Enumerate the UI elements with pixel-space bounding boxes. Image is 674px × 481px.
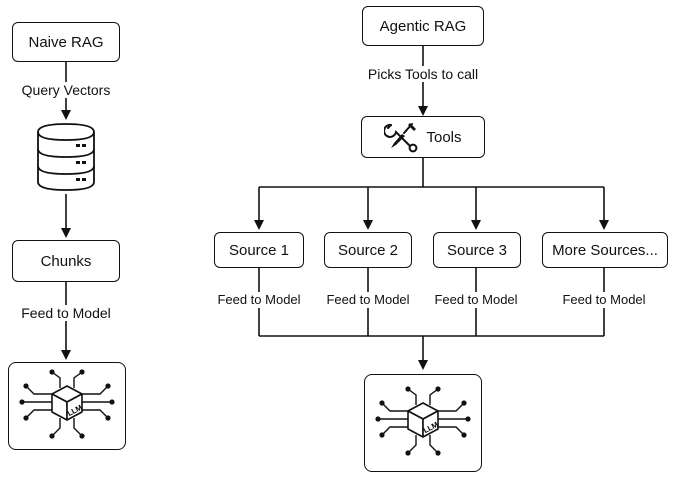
agentic-llm-box: LLM bbox=[364, 374, 482, 472]
source-box-2: Source 2 bbox=[324, 232, 412, 268]
naive-feed-to-model-label: Feed to Model bbox=[10, 305, 122, 321]
source-box-1: Source 1 bbox=[214, 232, 304, 268]
more-sources-feed-label: Feed to Model bbox=[553, 292, 655, 308]
query-vectors-label: Query Vectors bbox=[10, 82, 122, 98]
source-3-label: Source 3 bbox=[446, 241, 508, 259]
llm-chip-icon: LLM bbox=[375, 386, 471, 456]
source-3-feed-label: Feed to Model bbox=[425, 292, 527, 308]
agentic-rag-title: Agentic RAG bbox=[379, 17, 467, 35]
source-2-feed-label: Feed to Model bbox=[317, 292, 419, 308]
database-icon bbox=[32, 122, 100, 192]
source-box-more: More Sources... bbox=[542, 232, 668, 268]
tools-box: Tools bbox=[361, 116, 485, 158]
chunks-label: Chunks bbox=[40, 252, 92, 270]
more-sources-label: More Sources... bbox=[552, 241, 658, 259]
source-1-feed-label: Feed to Model bbox=[208, 292, 310, 308]
naive-rag-title: Naive RAG bbox=[28, 33, 104, 51]
wrench-screwdriver-icon bbox=[384, 123, 418, 153]
naive-llm-box: LLM bbox=[8, 362, 126, 450]
source-box-3: Source 3 bbox=[433, 232, 521, 268]
chunks-box: Chunks bbox=[12, 240, 120, 282]
tools-label: Tools bbox=[426, 128, 462, 146]
naive-rag-box: Naive RAG bbox=[12, 22, 120, 62]
llm-chip-icon: LLM bbox=[19, 369, 115, 439]
source-1-label: Source 1 bbox=[228, 241, 290, 259]
picks-tools-label: Picks Tools to call bbox=[352, 66, 494, 82]
agentic-rag-box: Agentic RAG bbox=[362, 6, 484, 46]
source-2-label: Source 2 bbox=[337, 241, 399, 259]
